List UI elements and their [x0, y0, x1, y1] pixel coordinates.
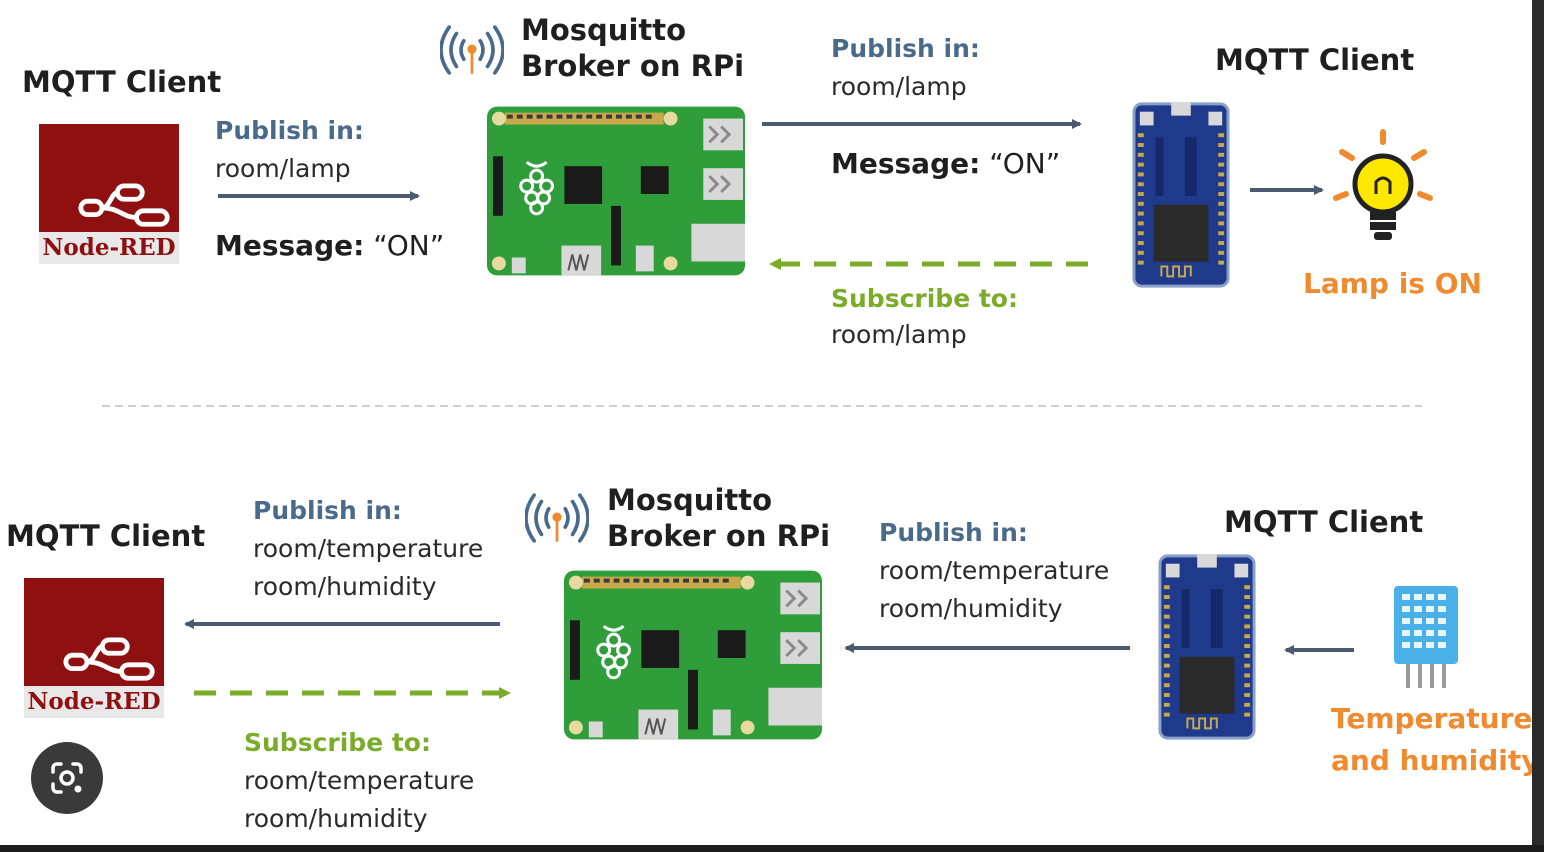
light-bulb-icon — [1333, 129, 1433, 240]
bottom-node-red-label: Node-RED — [24, 686, 164, 718]
sensor-label: Temperature and humidity — [1331, 698, 1532, 782]
broker-line2: Broker on RPi — [607, 519, 831, 553]
message-value: “ON” — [989, 147, 1061, 180]
broker-line2: Broker on RPi — [521, 49, 745, 83]
topic-item: room/lamp — [831, 72, 967, 101]
bottom-publish-right-topics: room/temperature room/humidity — [879, 552, 1109, 628]
sensor-label-line1: Temperature — [1331, 702, 1532, 735]
topic-item: room/temperature — [253, 534, 484, 563]
bottom-publish-right-label: Publish in: — [879, 518, 1028, 547]
topic-item: room/temperature — [879, 556, 1110, 585]
bottom-node-red-logo: Node-RED — [24, 578, 164, 718]
top-subscribe-topics: room/lamp — [831, 316, 967, 354]
top-message-left: Message: “ON” — [215, 229, 444, 263]
topic-item: room/temperature — [244, 766, 475, 795]
node-red-flow-icon — [62, 636, 158, 684]
top-publish-right-label: Publish in: — [831, 34, 980, 63]
bottom-publish-left-label: Publish in: — [253, 496, 402, 525]
top-subscribe-label: Subscribe to: — [831, 284, 1018, 313]
top-broker-title: Mosquitto Broker on RPi — [521, 12, 744, 84]
nodemcu-board-icon — [1158, 552, 1256, 742]
message-value: “ON” — [373, 229, 445, 262]
sensor-label-line2: and humidity — [1331, 744, 1532, 777]
bottom-subscribe-topics: room/temperature room/humidity — [244, 762, 474, 838]
bottom-left-client-title: MQTT Client — [6, 519, 206, 553]
message-label: Message: — [215, 229, 365, 262]
topic-item: room/humidity — [253, 572, 437, 601]
broker-line1: Mosquitto — [521, 13, 687, 47]
visual-search-lens-icon — [51, 762, 83, 794]
top-left-client-title: MQTT Client — [22, 65, 222, 99]
top-publish-left-label: Publish in: — [215, 116, 364, 145]
broker-line1: Mosquitto — [607, 483, 773, 517]
wireless-broadcast-icon — [525, 490, 589, 546]
dht-sensor-icon — [1394, 586, 1458, 688]
message-label: Message: — [831, 147, 981, 180]
top-message-right: Message: “ON” — [831, 147, 1060, 181]
topic-item: room/lamp — [215, 154, 351, 183]
top-node-red-logo: Node-RED — [39, 124, 179, 264]
topic-item: room/humidity — [244, 804, 428, 833]
window-right-edge — [1532, 0, 1544, 852]
top-node-red-label: Node-RED — [39, 232, 179, 264]
bottom-subscribe-label: Subscribe to: — [244, 728, 431, 757]
top-publish-right-topics: room/lamp — [831, 68, 967, 106]
window-bottom-edge — [0, 845, 1544, 852]
raspberry-pi-board-icon — [564, 570, 822, 740]
bottom-broker-title: Mosquitto Broker on RPi — [607, 482, 830, 554]
top-publish-left-topics: room/lamp — [215, 150, 351, 188]
topic-item: room/lamp — [831, 320, 967, 349]
bottom-right-client-title: MQTT Client — [1224, 505, 1424, 539]
lamp-status-label: Lamp is ON — [1303, 267, 1482, 300]
bottom-publish-left-topics: room/temperature room/humidity — [253, 530, 483, 606]
visual-search-lens-button[interactable] — [31, 742, 103, 814]
topic-item: room/humidity — [879, 594, 1063, 623]
top-right-client-title: MQTT Client — [1215, 43, 1415, 77]
